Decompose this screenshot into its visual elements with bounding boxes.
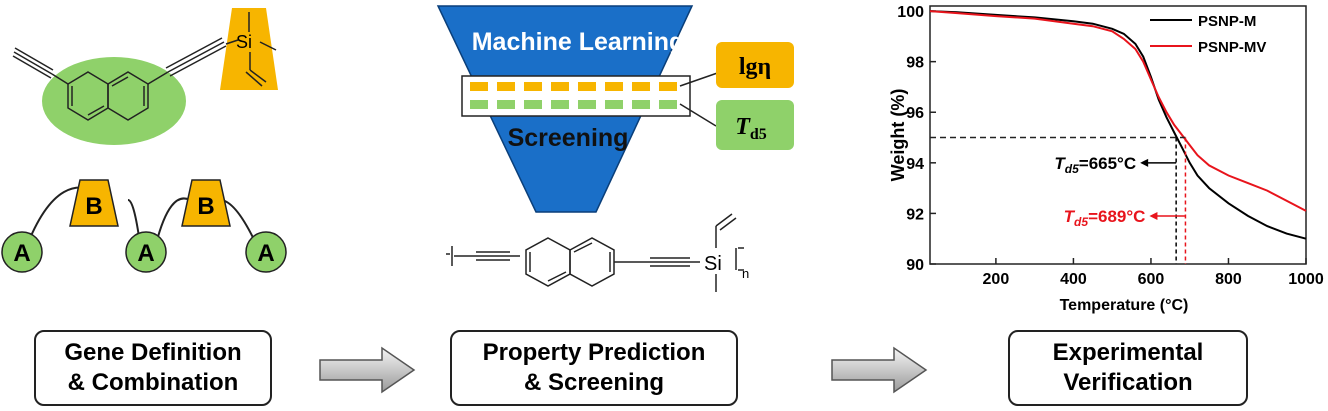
gene-panel: Si B B A A A (1, 8, 287, 273)
chart-ticks: 200 400 600 800 1000 90 92 94 96 98 100 (897, 4, 1324, 288)
experimental-verification-box: Experimental Verification (1008, 330, 1248, 406)
block-a-2 (125, 231, 167, 273)
td5-label-value: =689°C (1088, 207, 1145, 226)
strip-cell-orange (578, 82, 596, 91)
prediction-panel: Machine Learning Screening lgη Td5 (436, 5, 794, 292)
series-line-psnp-m (929, 10, 1307, 240)
polymer-n-label: n (742, 266, 749, 281)
td5-label-value: =665°C (1079, 154, 1136, 173)
gene-definition-box: Gene Definition & Combination (34, 330, 272, 406)
x-tick-label: 1000 (1288, 271, 1324, 288)
block-a-1-label: A (13, 240, 30, 267)
feature-strip (461, 75, 691, 117)
experimental-verification-line2: Verification (1063, 369, 1193, 396)
naphthalene-molecule (12, 37, 227, 121)
y-tick-label: 94 (906, 156, 924, 173)
x-tick-label: 200 (983, 271, 1010, 288)
strip-cell-green (605, 100, 623, 109)
strip-cell-green (524, 100, 542, 109)
polymer-structure (446, 213, 744, 292)
strip-cell-orange (605, 82, 623, 91)
y-tick-label: 96 (906, 105, 924, 122)
gene-definition-line1: Gene Definition (64, 339, 242, 366)
strip-cell-green (659, 100, 677, 109)
strip-cell-orange (659, 82, 677, 91)
property-prediction-line1: Property Prediction (482, 339, 706, 366)
arrow-step-1 (319, 346, 416, 394)
y-tick-label: 92 (906, 206, 924, 223)
strip-cell-orange (632, 82, 650, 91)
block-a-2-label: A (137, 240, 154, 267)
prop1-label: lgη (739, 54, 771, 80)
strip-cell-orange (524, 82, 542, 91)
block-b-1-label: B (85, 193, 102, 220)
prop2-box (716, 100, 794, 150)
td5-label: Td5=689°C (1064, 207, 1146, 229)
property-prediction-box: Property Prediction & Screening (450, 330, 738, 406)
funnel-top-label: Machine Learning (472, 28, 685, 56)
process-arrows (319, 346, 928, 394)
block-a-1 (1, 231, 43, 273)
x-tick-label: 400 (1060, 271, 1087, 288)
strip-cell-green (632, 100, 650, 109)
block-b-1 (69, 179, 119, 227)
strip-cell-green (551, 100, 569, 109)
x-tick-label: 800 (1215, 271, 1242, 288)
polymer-si-label: Si (704, 253, 722, 275)
feature-strip-cells (470, 82, 677, 109)
td5-label-main: T (1064, 207, 1076, 226)
chart-xlabel: Temperature (°C) (1060, 297, 1189, 314)
td5-label-sub: d5 (1065, 162, 1079, 176)
block-a-3 (245, 231, 287, 273)
td5-label-main: T (1054, 154, 1066, 173)
chain-curve (25, 186, 259, 249)
x-tick-label: 600 (1138, 271, 1165, 288)
property-prediction-line2: & Screening (523, 369, 665, 396)
strip-cell-green (497, 100, 515, 109)
prop2-main: T (735, 114, 751, 140)
experimental-verification-line1: Experimental (1052, 339, 1204, 366)
prop2-label: Td5 (735, 114, 767, 143)
chart-plot-area (929, 5, 1307, 265)
strip-cell-orange (551, 82, 569, 91)
strip-cell-green (578, 100, 596, 109)
y-tick-label: 98 (906, 55, 924, 72)
prop1-box (716, 42, 794, 88)
chart-legend: PSNP-M PSNP-MV (1150, 13, 1266, 56)
block-a-3-label: A (257, 240, 274, 267)
y-tick-label: 100 (897, 4, 924, 21)
chart-ylabel: Weight (%) (888, 89, 908, 182)
strip-cell-orange (497, 82, 515, 91)
gene-definition-line2: & Combination (67, 369, 239, 396)
td5-arrow-head (1140, 158, 1149, 167)
strip-cell-orange (470, 82, 488, 91)
block-b-2 (181, 179, 231, 227)
prop2-sub: d5 (750, 126, 767, 143)
series-line-psnp-mv (929, 10, 1307, 212)
funnel-bottom-label: Screening (508, 124, 629, 152)
td5-arrow-head (1149, 211, 1158, 220)
si-trapezoid (220, 8, 278, 90)
si-label: Si (236, 32, 252, 52)
legend-label: PSNP-MV (1198, 39, 1266, 56)
si-substituents (225, 12, 277, 87)
y-tick-label: 90 (906, 257, 924, 274)
block-b-2-label: B (197, 193, 214, 220)
strip-cell-green (470, 100, 488, 109)
chart-series-group (929, 10, 1307, 240)
arrow-step-2 (831, 346, 928, 394)
td5-label-sub: d5 (1074, 215, 1088, 229)
td5-label: Td5=665°C (1054, 154, 1136, 176)
naphthalene-green-ellipse (42, 57, 186, 145)
legend-label: PSNP-M (1198, 13, 1256, 30)
prop2-pointer (679, 103, 717, 127)
